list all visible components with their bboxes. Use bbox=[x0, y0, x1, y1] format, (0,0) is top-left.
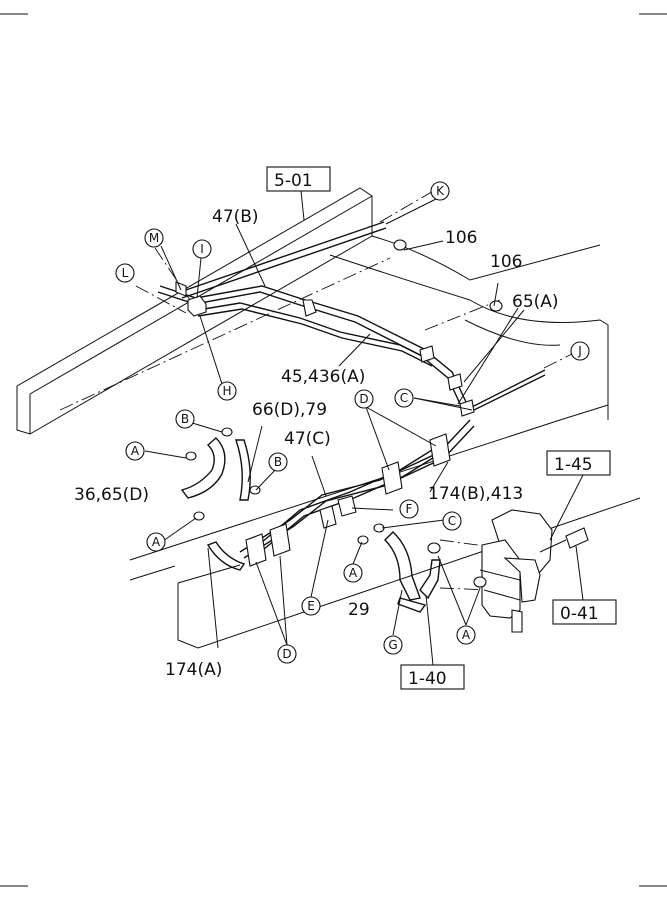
callout-i[interactable]: I bbox=[192, 239, 212, 259]
callout-c-letter: C bbox=[400, 391, 408, 405]
callout-f[interactable]: F bbox=[399, 499, 419, 519]
part-45-436a-label: 45,436(A) bbox=[281, 367, 365, 387]
reference-box-1-40[interactable]: 1-40 bbox=[400, 664, 465, 690]
callout-l-letter: L bbox=[122, 266, 129, 280]
callout-a-letter: A bbox=[131, 444, 140, 458]
callout-a-left-lower[interactable]: A bbox=[146, 532, 166, 552]
fuel-filter bbox=[427, 509, 589, 633]
callout-i-letter: I bbox=[200, 242, 204, 256]
callout-m[interactable]: M bbox=[144, 228, 164, 248]
callout-d-letter: D bbox=[359, 392, 368, 406]
callout-c-lower[interactable]: C bbox=[442, 511, 462, 531]
callout-e[interactable]: E bbox=[301, 596, 321, 616]
crop-marks bbox=[0, 13, 667, 887]
reference-box-5-01[interactable]: 5-01 bbox=[266, 166, 331, 192]
lower-fuel-pipes bbox=[185, 419, 475, 567]
callout-h-letter: H bbox=[222, 384, 231, 398]
callout-a-letter-3: A bbox=[349, 566, 358, 580]
callout-b-left[interactable]: B bbox=[175, 409, 195, 429]
part-106-label-2: 106 bbox=[490, 252, 522, 272]
callout-a-letter-2: A bbox=[152, 535, 161, 549]
callout-g-letter: G bbox=[388, 638, 397, 652]
part-174a-label: 174(A) bbox=[165, 660, 222, 680]
ref-1-45-text: 1-45 bbox=[554, 455, 593, 475]
callout-b-right[interactable]: B bbox=[268, 452, 288, 472]
part-47c-label: 47(C) bbox=[284, 429, 331, 449]
callout-a-center[interactable]: A bbox=[343, 563, 363, 583]
callout-j[interactable]: J bbox=[570, 341, 590, 361]
leader-lines bbox=[144, 190, 584, 666]
callout-g[interactable]: G bbox=[383, 635, 403, 655]
callout-e-letter: E bbox=[307, 599, 315, 613]
part-36-65d-label: 36,65(D) bbox=[74, 485, 149, 505]
callout-d-upper[interactable]: D bbox=[354, 389, 374, 409]
part-47b-label: 47(B) bbox=[212, 207, 259, 227]
part-65a-label: 65(A) bbox=[512, 292, 559, 312]
part-174b-413-label: 174(B),413 bbox=[428, 484, 523, 504]
callout-j-letter: J bbox=[577, 344, 582, 358]
callout-h[interactable]: H bbox=[217, 381, 237, 401]
part-29-label: 29 bbox=[348, 600, 370, 620]
ref-5-01-text: 5-01 bbox=[274, 171, 313, 191]
upper-frame-rail bbox=[16, 187, 609, 435]
ref-0-41-text: 0-41 bbox=[560, 604, 599, 624]
callout-l[interactable]: L bbox=[115, 263, 135, 283]
callout-m-letter: M bbox=[149, 231, 159, 245]
part-106-label: 106 bbox=[445, 228, 477, 248]
callout-b-letter-2: B bbox=[274, 455, 282, 469]
ref-1-40-text: 1-40 bbox=[408, 669, 447, 689]
fuel-hoses bbox=[180, 437, 441, 613]
callout-k[interactable]: K bbox=[430, 181, 450, 201]
callout-c-letter-2: C bbox=[448, 514, 456, 528]
reference-box-1-45[interactable]: 1-45 bbox=[546, 450, 611, 476]
callout-c-upper[interactable]: C bbox=[394, 388, 414, 408]
callout-d-letter-2: D bbox=[282, 647, 291, 661]
lower-frame-rail bbox=[129, 404, 641, 649]
callout-d-lower[interactable]: D bbox=[277, 644, 297, 664]
callout-a-right[interactable]: A bbox=[456, 625, 476, 645]
callout-f-letter: F bbox=[406, 502, 413, 516]
callout-b-letter: B bbox=[181, 412, 189, 426]
part-66d-79-label: 66(D),79 bbox=[252, 400, 327, 420]
callout-a-left-upper[interactable]: A bbox=[125, 441, 145, 461]
part-labels: 47(B) 106 106 65(A) 45,436(A) 66(D),79 4… bbox=[74, 207, 559, 680]
callout-k-letter: K bbox=[436, 184, 445, 198]
reference-box-0-41[interactable]: 0-41 bbox=[552, 599, 617, 625]
callout-a-letter-4: A bbox=[462, 628, 471, 642]
